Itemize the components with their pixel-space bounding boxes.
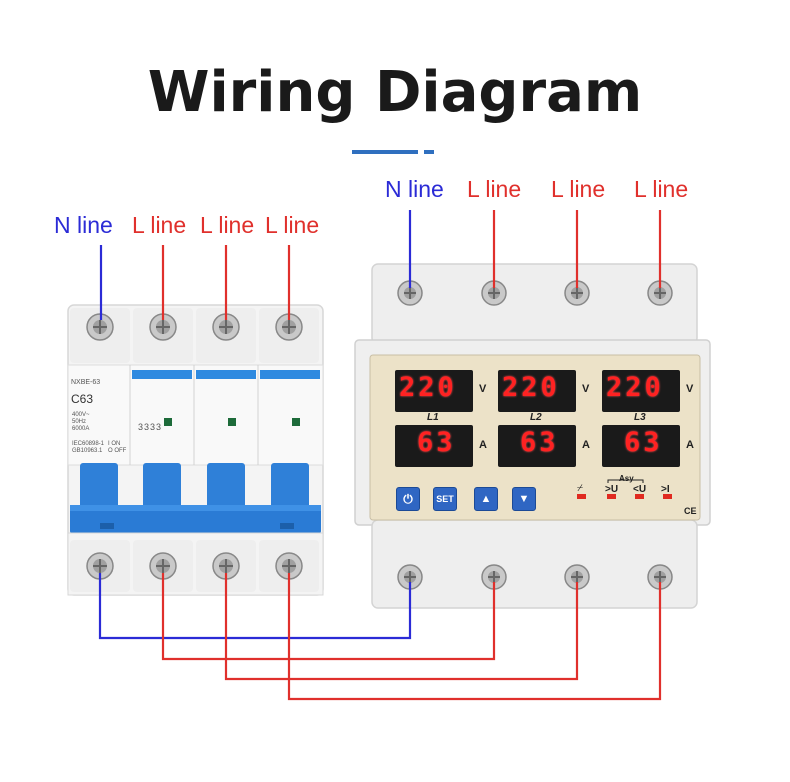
- voltage-reading-l3: 220: [606, 372, 664, 403]
- live-link-wire: [287, 573, 662, 701]
- up-button[interactable]: ▲: [474, 487, 498, 511]
- breaker-toggle: [207, 463, 245, 508]
- amp-unit: A: [686, 439, 694, 451]
- indicator-window: [292, 418, 300, 426]
- overvoltage-indicator-label: >U: [605, 484, 619, 495]
- protector-label-l2: L line: [551, 176, 606, 202]
- undervoltage-indicator-label: <U: [633, 484, 647, 495]
- current-reading-l1: 63: [417, 427, 456, 458]
- amp-unit: A: [479, 439, 487, 451]
- title-accent-dot: [424, 150, 434, 154]
- breaker-rating: C63: [71, 392, 94, 406]
- screw-terminal: [149, 313, 177, 341]
- breaker-handle-bar: [70, 505, 321, 533]
- status-led: [607, 494, 616, 499]
- volt-unit: V: [686, 383, 694, 395]
- breaker-label-l1: L line: [132, 212, 187, 238]
- screw-terminal: [275, 313, 303, 341]
- breaker-spec: 6000A: [72, 426, 90, 432]
- status-led: [663, 494, 672, 499]
- screw-terminal: [86, 552, 114, 580]
- breaker-standard: GB10963.1: [72, 448, 103, 454]
- title-accent-bar: [352, 150, 418, 154]
- indicator-window: [164, 418, 172, 426]
- neutral-link-wire: [98, 573, 412, 640]
- breaker-toggle: [271, 463, 309, 508]
- status-led: [635, 494, 644, 499]
- breaker-brand: NXBE-63: [71, 379, 101, 386]
- breaker-spec: 400V~: [72, 412, 90, 418]
- current-display-l1: [395, 425, 473, 467]
- phase-label-l3: L3: [634, 412, 646, 423]
- screw-terminal: [212, 313, 240, 341]
- voltage-reading-l2: 220: [502, 372, 560, 403]
- live-link-wire: [224, 573, 579, 681]
- screw-terminal: [564, 280, 590, 306]
- volt-unit: V: [582, 383, 590, 395]
- voltage-display-l2: [498, 370, 576, 412]
- page-title: Wiring Diagram: [147, 60, 643, 125]
- breaker-label-l3: L line: [265, 212, 320, 238]
- breaker-toggle: [143, 463, 181, 508]
- breaker-on-label: I ON: [108, 441, 121, 447]
- phase-label-l2: L2: [530, 412, 542, 423]
- breaker-spec: 50Hz: [72, 419, 87, 425]
- live-link-wire: [161, 573, 496, 661]
- overcurrent-indicator-label: >I: [661, 484, 670, 495]
- voltage-reading-l1: 220: [399, 372, 457, 403]
- set-button[interactable]: SET: [433, 487, 457, 511]
- wires: [98, 210, 662, 701]
- screw-terminal: [564, 564, 590, 590]
- circuit-breaker: [67, 304, 324, 596]
- screw-terminal: [149, 552, 177, 580]
- breaker-standard: IEC60898-1: [72, 441, 105, 447]
- ce-mark: CE: [684, 506, 697, 516]
- amp-unit: A: [582, 439, 590, 451]
- screw-terminal: [212, 552, 240, 580]
- voltage-display-l1: [395, 370, 473, 412]
- screw-terminal: [397, 564, 423, 590]
- current-reading-l2: 63: [520, 427, 559, 458]
- volt-unit: V: [479, 383, 487, 395]
- protector-label-n: N line: [385, 176, 444, 202]
- current-display-l2: [498, 425, 576, 467]
- screw-terminal: [647, 280, 673, 306]
- asy-label: Asy: [619, 474, 634, 483]
- screw-terminal: [86, 313, 114, 341]
- breaker-toggle: [80, 463, 118, 508]
- voltage-display-l3: [602, 370, 680, 412]
- power-button[interactable]: ⏻: [396, 487, 420, 511]
- status-led: [577, 494, 586, 499]
- voltage-protector: [354, 263, 711, 609]
- breaker-off-label: O OFF: [108, 448, 127, 454]
- protector-label-l1: L line: [467, 176, 522, 202]
- indicator-window: [228, 418, 236, 426]
- breaker-digits: 3333: [138, 422, 163, 432]
- screw-terminal: [647, 564, 673, 590]
- breaker-label-n: N line: [54, 212, 113, 238]
- relay-indicator-label: ⌿: [577, 483, 583, 494]
- current-display-l3: [602, 425, 680, 467]
- down-button[interactable]: ▼: [512, 487, 536, 511]
- phase-label-l1: L1: [427, 412, 439, 423]
- breaker-label-l2: L line: [200, 212, 255, 238]
- current-reading-l3: 63: [624, 427, 663, 458]
- protector-label-l3: L line: [634, 176, 689, 202]
